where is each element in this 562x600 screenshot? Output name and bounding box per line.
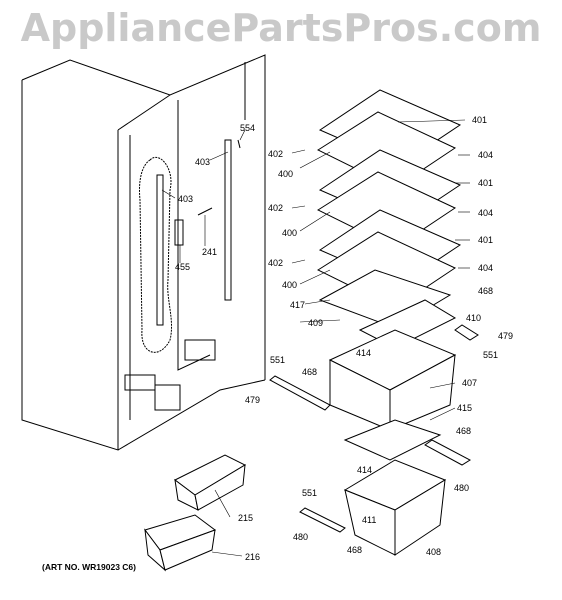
callout-414: 414 xyxy=(356,348,371,358)
callout-479: 479 xyxy=(245,395,260,405)
callout-455: 455 xyxy=(175,262,190,272)
callout-402: 402 xyxy=(268,258,283,268)
callout-411: 411 xyxy=(362,515,376,525)
callout-410: 410 xyxy=(466,313,481,323)
callout-403: 403 xyxy=(195,157,210,167)
callout-479: 479 xyxy=(498,331,513,341)
callout-468: 468 xyxy=(456,426,471,436)
leader-lines xyxy=(161,119,470,557)
shelf-rails xyxy=(156,139,241,326)
callout-407: 407 xyxy=(462,378,477,388)
callout-468: 468 xyxy=(478,286,493,296)
callout-215: 215 xyxy=(238,513,253,523)
callout-468: 468 xyxy=(302,367,317,377)
callout-216: 216 xyxy=(245,552,260,562)
callout-408: 408 xyxy=(426,547,441,557)
callout-241: 241 xyxy=(202,247,217,257)
callout-402: 402 xyxy=(268,149,283,159)
callout-551: 551 xyxy=(483,350,498,360)
callout-400: 400 xyxy=(282,228,297,238)
callout-415: 415 xyxy=(457,403,472,413)
callout-404: 404 xyxy=(478,150,493,160)
watermark-text: AppliancePartsPros.com xyxy=(20,6,542,50)
callout-400: 400 xyxy=(282,280,297,290)
callout-414: 414 xyxy=(357,465,372,475)
callout-404: 404 xyxy=(478,263,493,273)
callout-551: 551 xyxy=(302,488,317,498)
callout-400: 400 xyxy=(278,169,293,179)
callout-409: 409 xyxy=(308,318,323,328)
callout-401: 401 xyxy=(478,178,493,188)
callout-551: 551 xyxy=(270,355,285,365)
callout-468: 468 xyxy=(347,545,362,555)
callout-402: 402 xyxy=(268,203,283,213)
crisper-drawers xyxy=(328,329,457,556)
callout-401: 401 xyxy=(472,115,487,125)
callout-417: 417 xyxy=(290,300,305,310)
callout-480: 480 xyxy=(293,532,308,542)
art-number: (ART NO. WR19023 C6) xyxy=(42,562,136,572)
callout-404: 404 xyxy=(478,208,493,218)
callout-403: 403 xyxy=(178,194,193,204)
callout-480: 480 xyxy=(454,483,469,493)
callout-401: 401 xyxy=(478,235,493,245)
drawer-slides xyxy=(269,324,479,533)
door-bins xyxy=(144,454,247,572)
refrigerator-case xyxy=(21,54,266,451)
part-callouts: 401 402 400 404 401 402 400 404 401 402 … xyxy=(175,115,513,562)
callout-554: 554 xyxy=(240,123,255,133)
glass-shelves xyxy=(316,89,462,349)
